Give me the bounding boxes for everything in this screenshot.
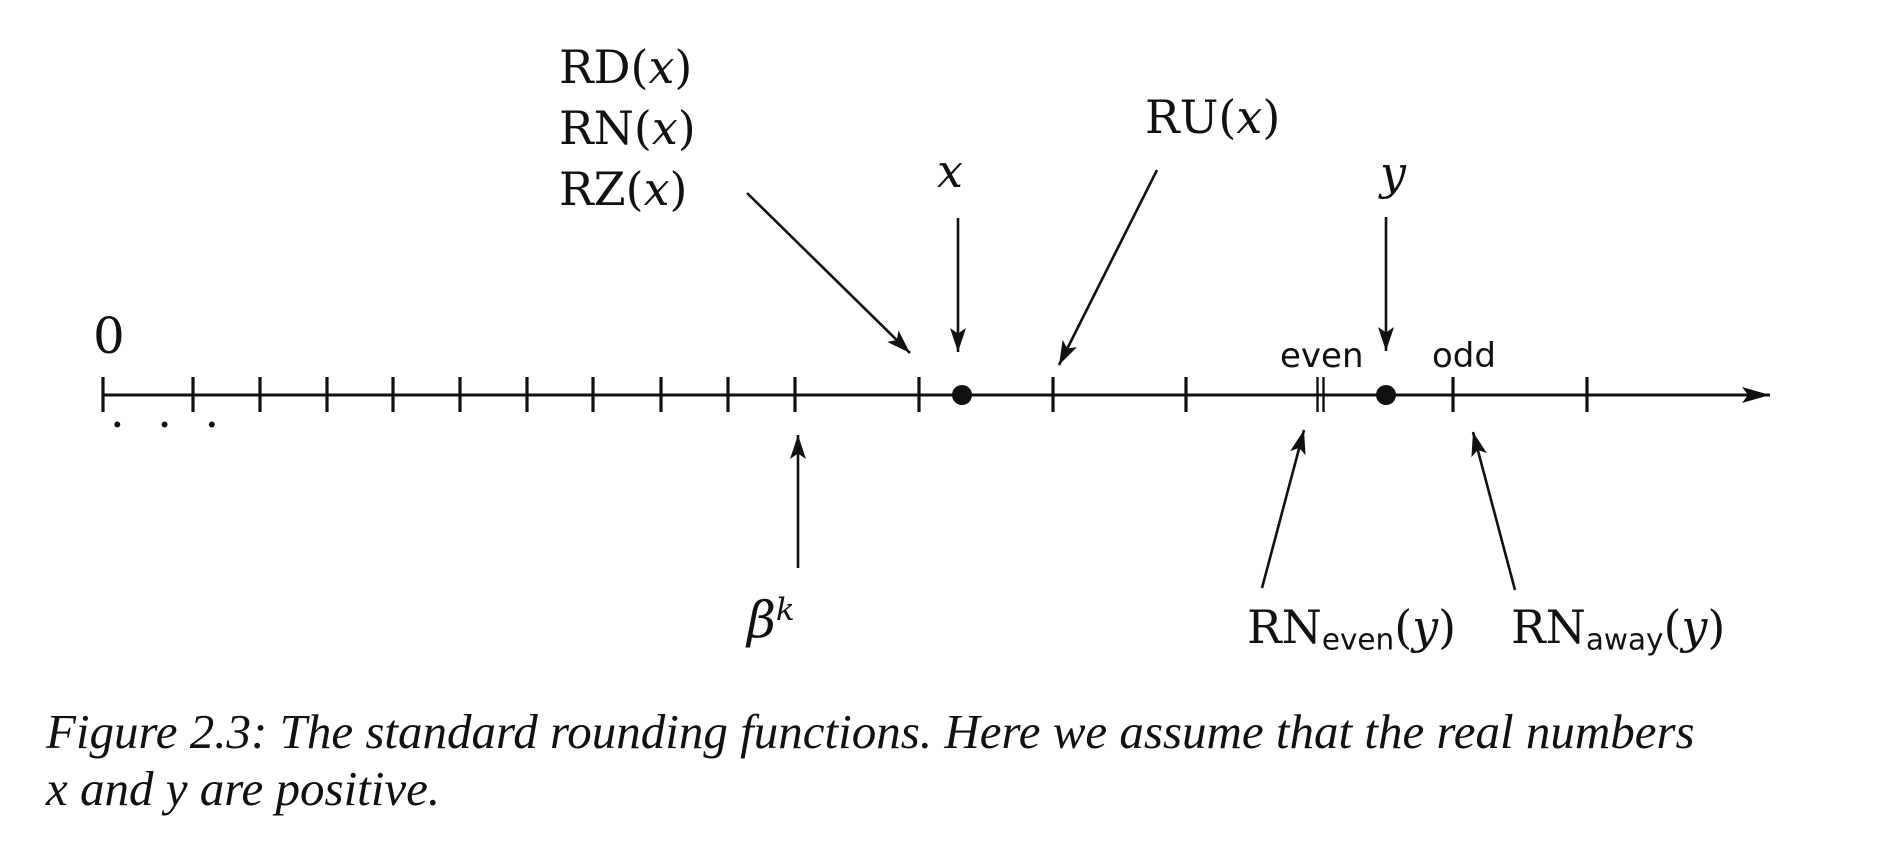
math-part: ): [1438, 600, 1457, 654]
math-part: x: [648, 40, 675, 94]
math-part: (: [1218, 90, 1237, 144]
math-part: x: [651, 101, 678, 155]
ru-label: RU(x): [1145, 90, 1280, 144]
math-part: x: [1236, 90, 1263, 144]
point-y-dot: [1376, 385, 1396, 405]
math-part: RU: [1145, 90, 1219, 144]
math-part: ): [1262, 90, 1281, 144]
math-part: RN: [1247, 600, 1322, 654]
math-part: y: [1380, 146, 1406, 200]
x-label: x: [926, 144, 974, 198]
math-part: (: [1394, 600, 1413, 654]
rounding-functions-label-stack: RD(x) RN(x) RZ(x): [559, 37, 696, 220]
arrows-group: [746, 169, 1517, 591]
math-part: ): [1707, 600, 1726, 654]
zero-label: 0: [93, 307, 125, 365]
rn-label: RN(x): [559, 98, 696, 159]
even-label: even: [1280, 336, 1364, 376]
rd-rn-rz-arrow: [746, 192, 911, 354]
math-part: y: [1681, 600, 1708, 654]
ru-arrow: [1057, 169, 1159, 366]
points-group: [952, 385, 1396, 405]
math-part: RZ: [559, 162, 626, 216]
math-part: ): [669, 162, 688, 216]
math-part: (: [630, 40, 649, 94]
ellipsis-label: . . .: [110, 384, 229, 438]
math-part: x: [937, 144, 963, 198]
math-part: x: [643, 162, 670, 216]
math-part: (: [1663, 600, 1682, 654]
rn-away-arrow: [1471, 431, 1517, 591]
figure-caption: Figure 2.3: The standard rounding functi…: [46, 703, 1695, 817]
math-part: away: [1585, 622, 1664, 657]
math-part: k: [775, 591, 795, 628]
math-part: β: [747, 591, 776, 649]
caption-line-2: x and y are positive.: [46, 761, 441, 816]
math-part: y: [1412, 600, 1439, 654]
math-part: RN: [1511, 600, 1586, 654]
beta-k-label: βk: [747, 591, 795, 649]
math-part: (: [625, 162, 644, 216]
math-part: ): [674, 40, 693, 94]
math-part: (: [633, 101, 652, 155]
ticks-group: [101, 377, 1589, 412]
rn-even-label: RNeven(y): [1247, 600, 1456, 656]
rd-label: RD(x): [559, 37, 696, 98]
math-part: RD: [559, 40, 631, 94]
odd-label: odd: [1432, 336, 1496, 376]
caption-line-1: Figure 2.3: The standard rounding functi…: [46, 704, 1695, 759]
rn-even-arrow: [1260, 429, 1306, 589]
rn-away-label: RNaway(y): [1511, 600, 1725, 656]
y-label: y: [1369, 146, 1417, 200]
point-x-dot: [952, 385, 972, 405]
math-part: ): [677, 101, 696, 155]
math-part: RN: [559, 101, 634, 155]
math-part: even: [1321, 622, 1395, 657]
rz-label: RZ(x): [559, 159, 696, 220]
